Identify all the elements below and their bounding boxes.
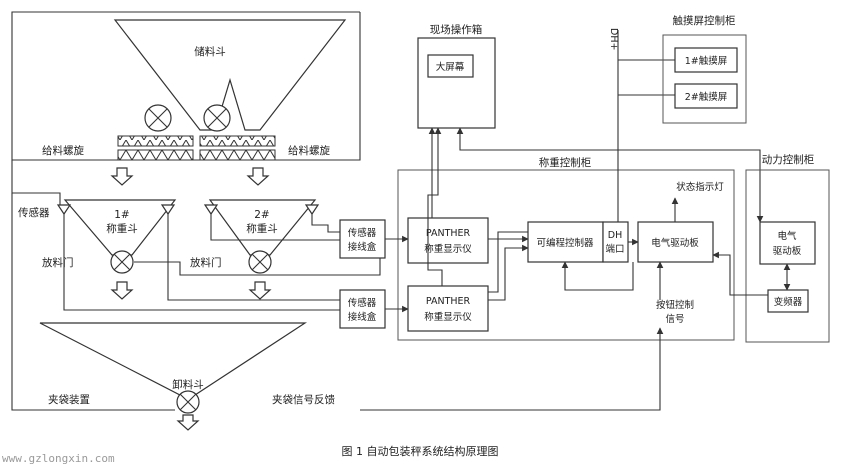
junction-box-2-l1: 传感器 <box>348 297 377 309</box>
hopper2-label-b: 称重斗 <box>246 222 278 235</box>
field-box-label: 现场操作箱 <box>430 23 483 36</box>
wire-gate-2 <box>134 248 381 276</box>
feed-screw-right-top <box>199 135 276 147</box>
junction-box-1-l2: 接线盒 <box>348 241 377 253</box>
feed-screw-left-bottom <box>117 149 194 161</box>
watermark: www.gzlongxin.com <box>2 452 115 464</box>
feed-screw-left-top <box>117 135 194 147</box>
wire-hopper2-sensor2 <box>311 214 340 233</box>
field-operation-box <box>417 37 496 129</box>
weighing-cabinet-label: 称重控制柜 <box>539 156 592 169</box>
down-arrow-3 <box>110 281 134 300</box>
wire-plc-loop <box>561 261 634 291</box>
dh-port-l1: DH <box>608 230 622 241</box>
dh-port-box <box>602 221 629 263</box>
touch-screen-2 <box>674 83 738 109</box>
wire-left-1 <box>11 160 61 205</box>
wire-panther2-plc <box>488 244 529 301</box>
plc-box <box>527 221 604 263</box>
weigh-hopper-2 <box>208 199 317 256</box>
bag-feedback-label: 夹袋信号反馈 <box>272 393 335 406</box>
sensor-icon-4 <box>304 204 320 216</box>
big-screen-box <box>427 54 474 78</box>
power-cabinet <box>745 169 830 343</box>
hopper1-label-a: 1# <box>114 209 129 221</box>
wire-drive-power <box>712 251 768 296</box>
unload-hopper-label: 卸料斗 <box>172 378 204 391</box>
gate2-label: 放料门 <box>190 256 222 269</box>
gate1-label: 放料门 <box>42 256 74 269</box>
touch-cabinet <box>662 34 747 124</box>
status-light-label: 状态指示灯 <box>676 181 724 193</box>
sensor-icon-1 <box>56 204 72 216</box>
panther2-l2: 称重显示仪 <box>424 311 472 323</box>
down-arrow-1 <box>110 167 134 186</box>
wire-panther2-plc-b <box>488 231 528 293</box>
wire-field-power <box>456 127 764 223</box>
panther1-l2: 称重显示仪 <box>424 243 472 255</box>
elec-drive-l2: 驱动板 <box>773 245 802 257</box>
touch1-label: 1#触摸屏 <box>685 55 728 67</box>
feed-screw-left-label: 给料螺旋 <box>42 144 84 157</box>
touch-screen-1 <box>674 47 738 73</box>
weigh-hopper-1 <box>63 199 177 256</box>
down-arrow-2 <box>246 167 270 186</box>
drive-board <box>637 221 714 263</box>
wire-hopper1-sensor2 <box>167 214 340 301</box>
touch2-label: 2#触摸屏 <box>685 91 728 103</box>
sensor-icon-3 <box>203 204 219 216</box>
storage-hopper <box>113 19 347 131</box>
figure-caption: 图 1 自动包装秤系统结构原理图 <box>342 444 499 458</box>
power-cabinet-label: 动力控制柜 <box>762 153 815 166</box>
sensor-icon-2 <box>160 204 176 216</box>
feed-screw-right-bottom <box>199 149 276 161</box>
hopper2-label-a: 2# <box>254 209 269 221</box>
wire-left-2 <box>11 193 175 411</box>
bag-clamp-label: 夹袋装置 <box>48 393 90 406</box>
dh-plus-label: DH+ <box>608 28 619 50</box>
sensor-label: 传感器 <box>18 206 50 219</box>
down-arrow-5 <box>176 414 200 431</box>
wire-hopper2-sensor <box>210 214 340 241</box>
dh-port-l2: 端口 <box>605 243 624 255</box>
big-screen-label: 大屏幕 <box>436 61 465 73</box>
storage-hopper-label: 储料斗 <box>194 45 226 58</box>
feed-screw-right-label: 给料螺旋 <box>288 144 330 157</box>
wire-field-panther2 <box>427 127 443 286</box>
drive-board-label: 电气驱动板 <box>651 237 699 249</box>
button-signal-l1: 按钮控制 <box>656 299 694 311</box>
elec-drive-board <box>759 221 816 265</box>
junction-box-1-l1: 传感器 <box>348 227 377 239</box>
panther1-l1: PANTHER <box>426 228 471 239</box>
wire-hopper1-sensor <box>63 214 340 311</box>
panther-display-1 <box>407 217 489 264</box>
panther2-l1: PANTHER <box>426 296 471 307</box>
button-signal-l2: 信号 <box>665 313 684 325</box>
inverter-label: 变频器 <box>774 296 803 308</box>
wire-bag-feedback <box>360 327 664 411</box>
junction-box-2-l2: 接线盒 <box>348 311 377 323</box>
panther-display-2 <box>407 285 489 332</box>
hopper1-label-b: 称重斗 <box>106 222 138 235</box>
plc-label: 可编程控制器 <box>536 237 594 249</box>
touch-cabinet-label: 触摸屏控制柜 <box>673 14 736 27</box>
elec-drive-l1: 电气 <box>777 230 797 242</box>
down-arrow-4 <box>248 281 272 300</box>
